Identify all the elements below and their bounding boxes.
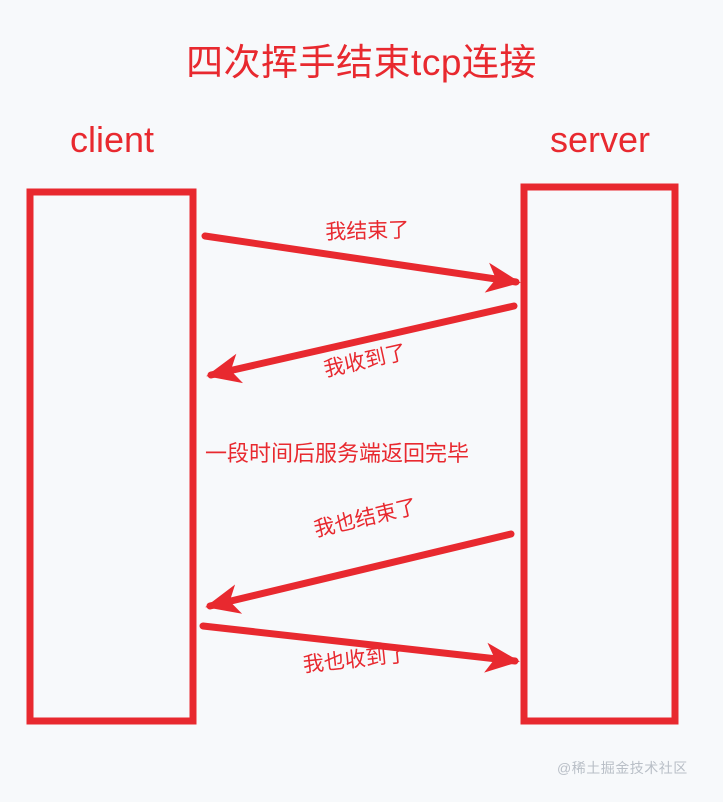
message-arrow-3-fin-server-to-client (205, 530, 515, 614)
page-title: 四次挥手结束tcp连接 (186, 42, 537, 83)
participant-label-server: server (549, 119, 651, 160)
watermark-text: @稀土掘金技术社区 (557, 760, 688, 776)
message-arrow-1-fin-client-to-server (201, 232, 521, 293)
message-label-1: 我结束了 (324, 218, 410, 244)
client-lifeline-box (26, 188, 197, 725)
server-lifeline-box (520, 183, 679, 725)
message-arrow-2-ack-server-to-client (206, 302, 518, 384)
diagram-note-wait: 一段时间后服务端返回完毕 (205, 441, 470, 466)
message-arrow-4-ack-client-to-server (199, 622, 520, 673)
participant-label-client: client (69, 119, 155, 160)
